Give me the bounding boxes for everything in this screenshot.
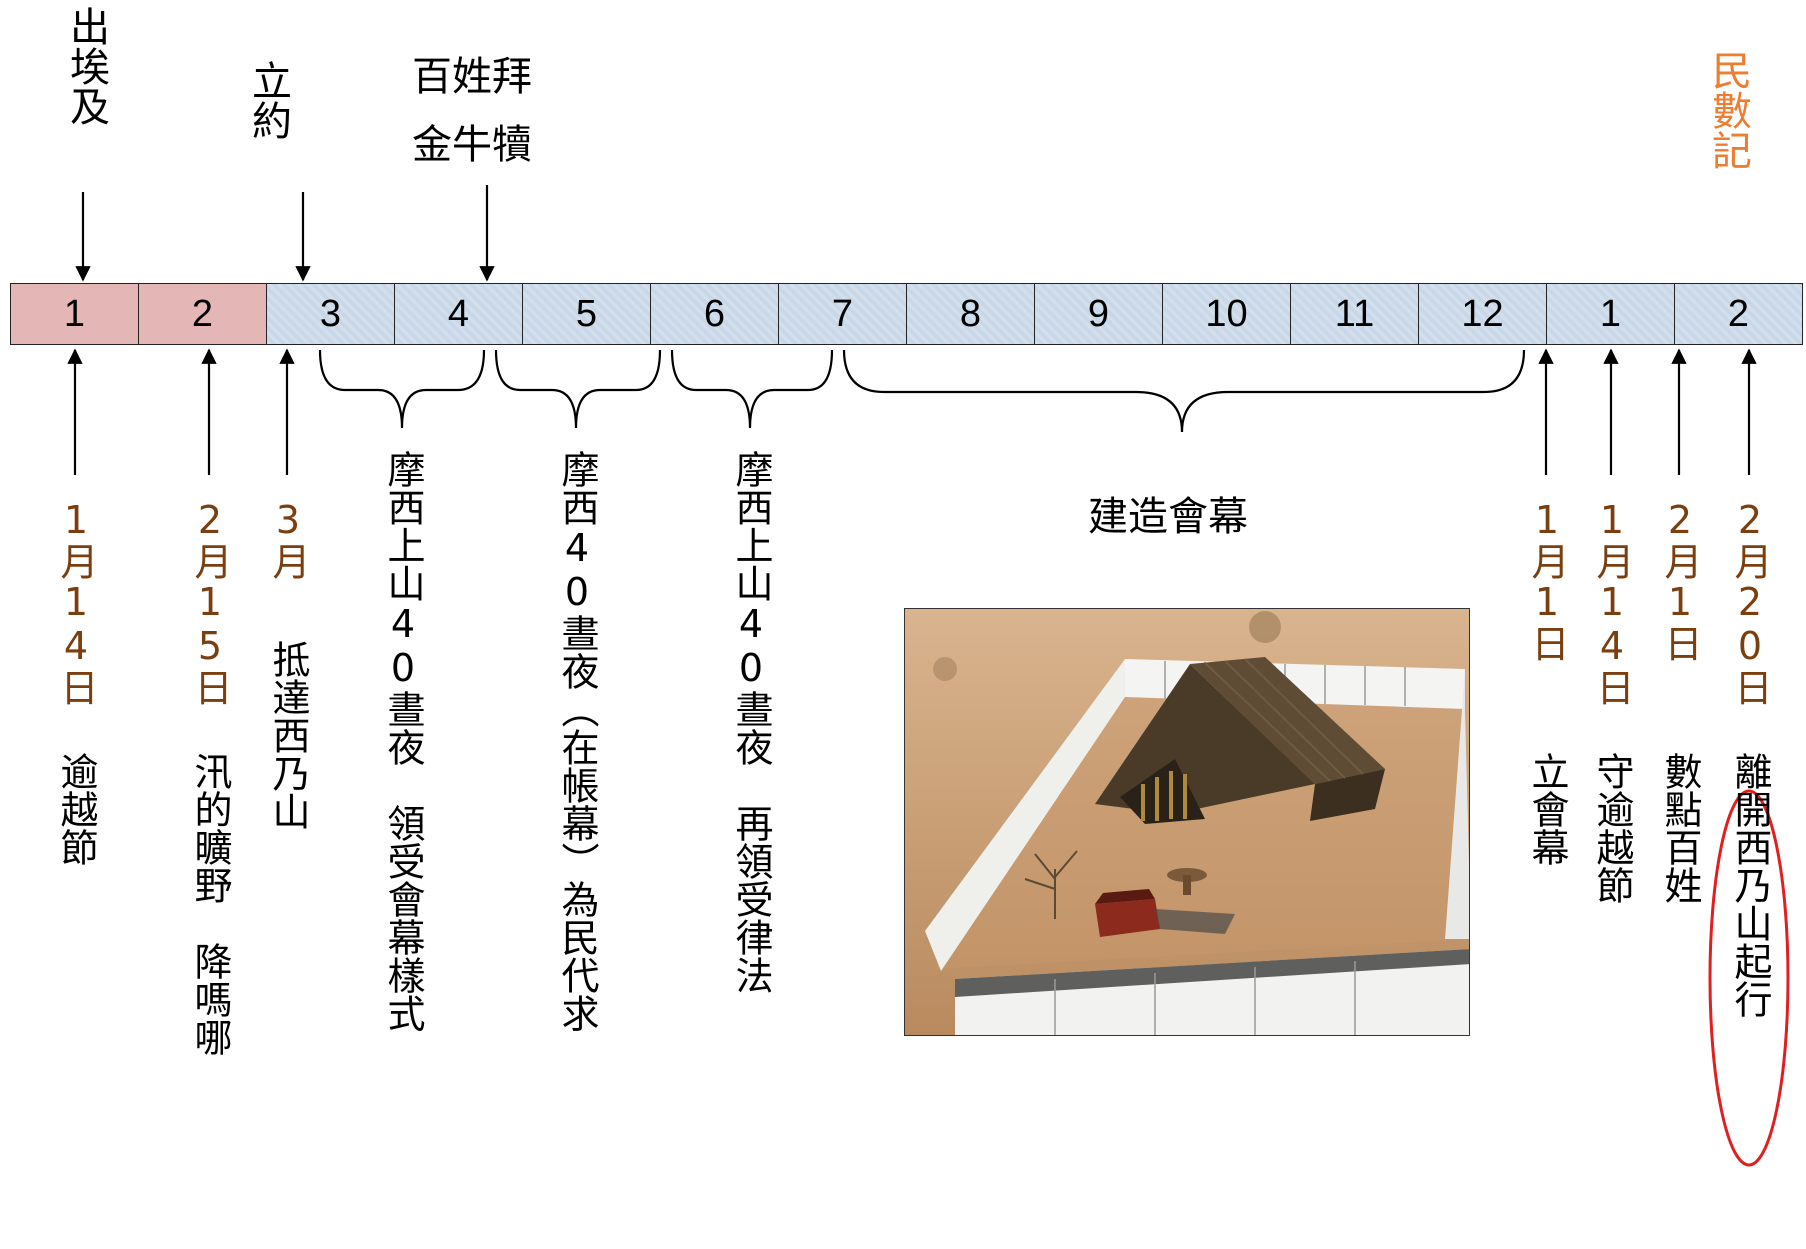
brace-period-2	[494, 349, 662, 429]
period-label: 摩西上山40晝夜 再領受律法	[729, 450, 773, 994]
event-date: 1月14日	[54, 498, 98, 706]
brace-period-3	[670, 349, 834, 429]
period-label: 摩西40晝夜（在帳幕）為民代求	[555, 450, 599, 1032]
label-golden-calf-line1: 百姓拜	[412, 54, 532, 100]
event-date: 3月	[266, 498, 310, 580]
event-desc: 離開西乃山起行	[1728, 752, 1772, 1018]
event-date: 2月15日	[188, 498, 232, 706]
month-cell: 12	[1418, 283, 1547, 345]
label-numbers-book: 民數記	[1705, 50, 1751, 170]
event-desc: 抵達西乃山	[266, 640, 310, 830]
brace-period-1	[318, 349, 486, 429]
month-cell: 10	[1162, 283, 1291, 345]
tabernacle-photo	[904, 608, 1470, 1036]
month-cell: 3	[266, 283, 395, 345]
label-exodus: 出埃及	[63, 6, 109, 126]
month-cell: 11	[1290, 283, 1419, 345]
event-desc: 汛的曠野 降嗎哪	[188, 752, 232, 1056]
month-cell: 5	[522, 283, 651, 345]
event-desc: 守逾越節	[1590, 752, 1634, 904]
event-date: 2月20日	[1728, 498, 1772, 706]
event-date: 2月1日	[1658, 498, 1702, 662]
month-cell: 7	[778, 283, 907, 345]
brace-period-4	[842, 349, 1526, 433]
event-date: 1月1日	[1525, 498, 1569, 662]
month-cell: 9	[1034, 283, 1163, 345]
month-cell: 6	[650, 283, 779, 345]
month-cell: 2	[1674, 283, 1803, 345]
event-date: 1月14日	[1590, 498, 1634, 706]
month-cell: 1	[1546, 283, 1675, 345]
month-cell: 8	[906, 283, 1035, 345]
label-covenant: 立約	[245, 60, 291, 140]
period-label-build-tabernacle: 建造會幕	[1088, 494, 1248, 540]
event-desc: 立會幕	[1525, 752, 1569, 866]
month-cell: 4	[394, 283, 523, 345]
period-label: 摩西上山40晝夜 領受會幕樣式	[381, 450, 425, 1032]
highlight-oval	[1708, 789, 1790, 1167]
month-cell: 1	[10, 283, 139, 345]
event-desc: 數點百姓	[1658, 752, 1702, 904]
label-golden-calf-line2: 金牛犢	[412, 122, 532, 168]
event-desc: 逾越節	[54, 752, 98, 866]
